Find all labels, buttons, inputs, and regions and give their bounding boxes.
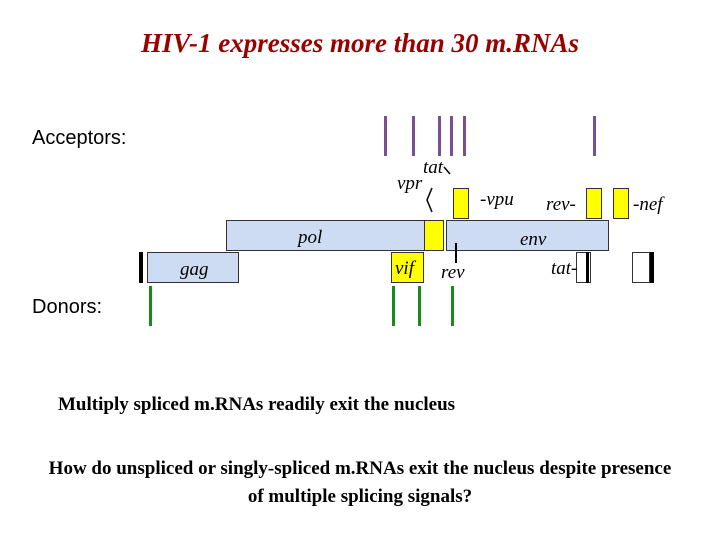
tat-exon-mark [586,252,589,283]
acceptors-label: Acceptors: [32,127,127,149]
multiply-spliced-note: Multiply spliced m.RNAs readily exit the… [58,394,456,415]
nef-box [613,188,629,219]
gene-label-vpu: -vpu [480,189,514,210]
gene-label-vpr: vpr [397,173,423,194]
gene-label-tat-bottom: tat- [551,258,578,279]
acceptor-mark [438,116,441,156]
ltr-3-box [632,252,650,283]
question-text: How do unspliced or singly-spliced m.RNA… [48,458,672,507]
page-title: HIV-1 expresses more than 30 m.RNAs [140,28,580,58]
donors-label: Donors: [32,296,103,318]
acceptor-mark [384,116,387,156]
vpu-box [453,188,469,219]
acceptor-mark [463,116,466,156]
gene-label-tat-top: tat [423,157,444,178]
gene-label-env: env [520,229,547,250]
donor-mark [392,286,395,326]
gene-label-rev-bottom: rev [441,262,465,283]
vpr-bracket [426,187,433,213]
rev-exon-box [586,188,602,219]
gag-box [147,252,239,283]
donor-mark [418,286,421,326]
acceptor-mark [450,116,453,156]
ltr-5-mark [139,252,143,283]
gene-label-nef: -nef [633,194,663,215]
rev-tick [455,243,457,263]
ltr-3-mark [650,252,654,283]
gene-label-rev-top: rev- [546,194,576,215]
env-box [446,220,609,251]
acceptor-mark [593,116,596,156]
gene-label-vif: vif [395,258,414,279]
gene-label-pol: pol [298,227,323,248]
tat-pointer [443,166,451,175]
vpr-box [424,220,444,251]
donor-mark [149,286,152,326]
acceptor-mark [412,116,415,156]
donor-mark [451,286,454,326]
gene-label-gag: gag [180,259,209,280]
vif-box [391,252,424,283]
